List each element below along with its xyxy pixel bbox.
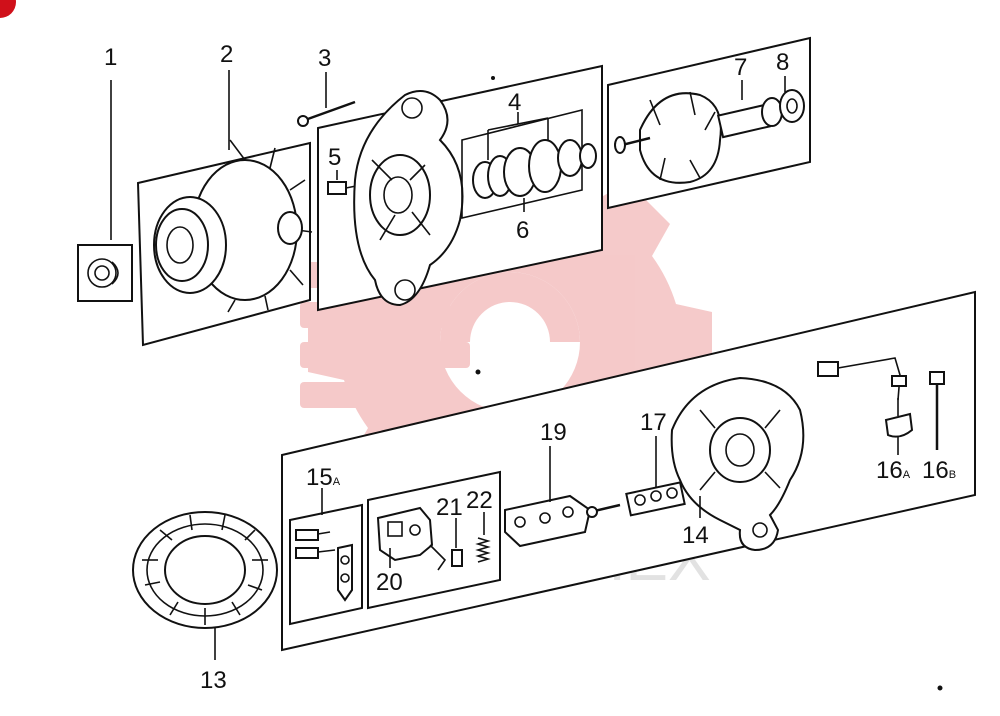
part-14-rear-housing bbox=[670, 376, 805, 552]
dot bbox=[475, 369, 481, 375]
label-5: 5 bbox=[328, 144, 341, 171]
label-19: 19 bbox=[540, 419, 567, 446]
label-20: 20 bbox=[376, 569, 403, 596]
label-17: 17 bbox=[640, 409, 667, 436]
part-2-pulley-fan bbox=[153, 139, 313, 313]
part-17-insulator-set bbox=[625, 481, 686, 517]
part-21-brush bbox=[451, 549, 463, 567]
part-15a-terminal-set bbox=[295, 529, 353, 602]
part-19-regulator bbox=[504, 494, 621, 548]
label-3: 3 bbox=[318, 45, 331, 72]
part-16b-bolt bbox=[929, 371, 945, 450]
label-2: 2 bbox=[220, 41, 233, 68]
part-4-bearing-set bbox=[472, 139, 597, 199]
label-13: 13 bbox=[200, 667, 227, 694]
label-15a: 15A bbox=[306, 464, 341, 491]
label-16b: 16B bbox=[922, 457, 956, 484]
label-8: 8 bbox=[776, 49, 789, 76]
part-7-slip-ring bbox=[761, 97, 783, 127]
front-housing bbox=[353, 90, 464, 307]
part-20-brush-holder bbox=[376, 506, 447, 571]
label-7: 7 bbox=[734, 54, 747, 81]
part-3-bolt bbox=[297, 100, 356, 127]
label-21: 21 bbox=[436, 494, 463, 521]
label-16a: 16A bbox=[876, 457, 911, 484]
part-8-bearing bbox=[779, 89, 805, 123]
part-16a-sensor bbox=[817, 357, 914, 438]
label-1: 1 bbox=[104, 44, 117, 71]
corner-red-mark bbox=[0, 0, 16, 18]
part-1-spacer bbox=[77, 244, 133, 302]
dot bbox=[491, 76, 495, 80]
dot bbox=[937, 685, 943, 691]
label-4: 4 bbox=[508, 89, 521, 116]
part-22-spring bbox=[475, 537, 491, 563]
label-14: 14 bbox=[682, 522, 709, 549]
label-22: 22 bbox=[466, 487, 493, 514]
part-13-stator bbox=[132, 511, 278, 629]
label-6: 6 bbox=[516, 217, 529, 244]
